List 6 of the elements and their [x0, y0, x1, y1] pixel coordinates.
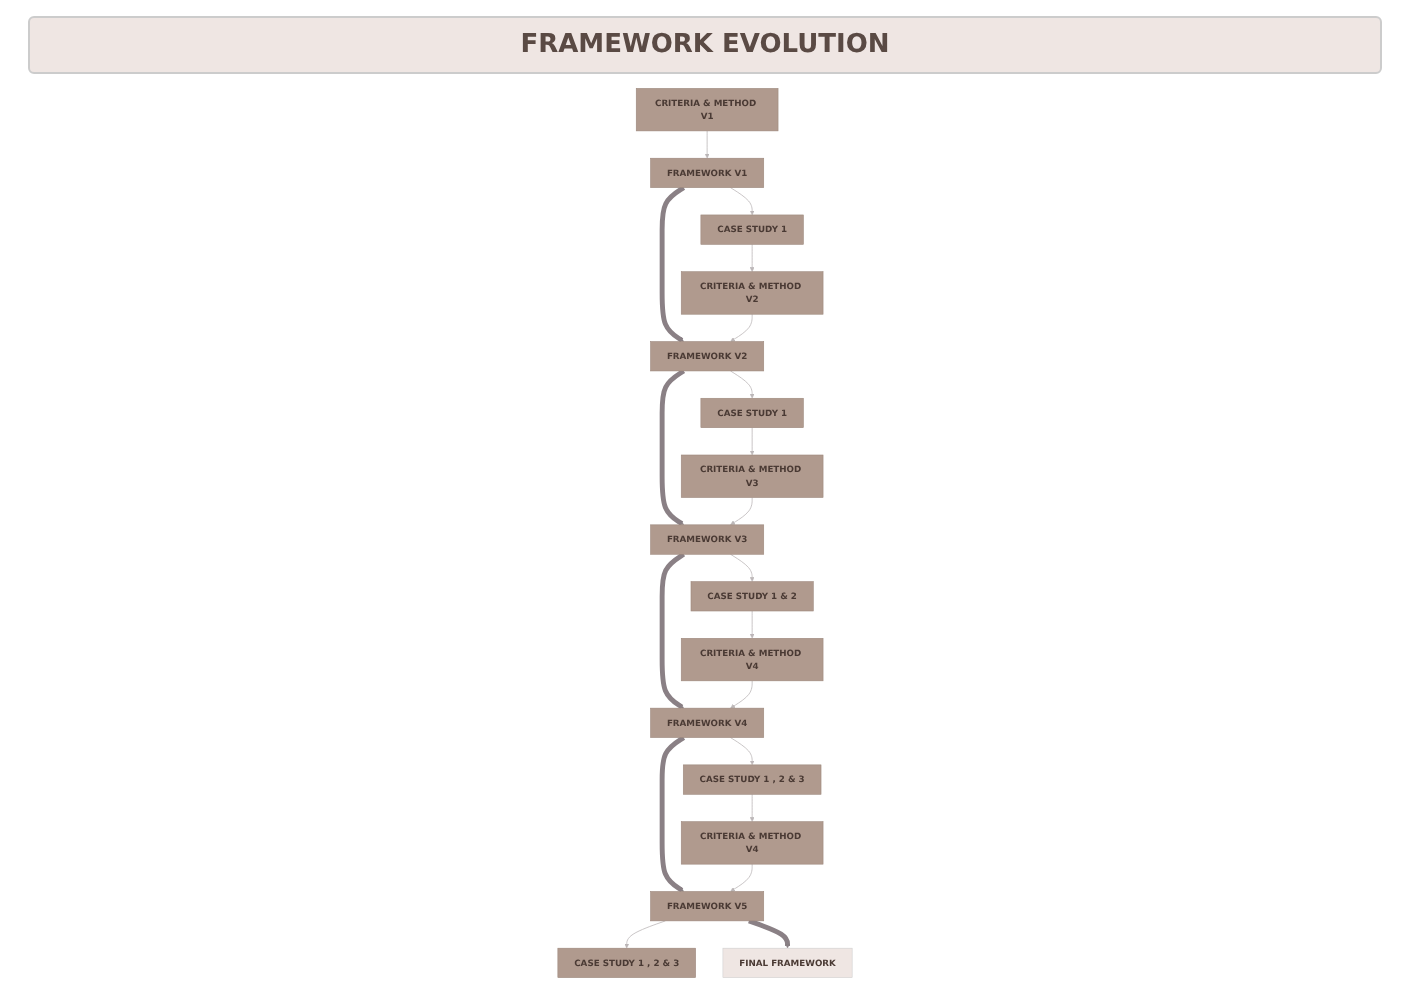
arrow: [659, 368, 686, 526]
arrow: [659, 552, 686, 710]
arrow: [659, 735, 686, 893]
arrow: [748, 918, 790, 949]
title-banner: FRAMEWORK EVOLUTION: [28, 16, 1382, 74]
arrow: [659, 185, 686, 343]
